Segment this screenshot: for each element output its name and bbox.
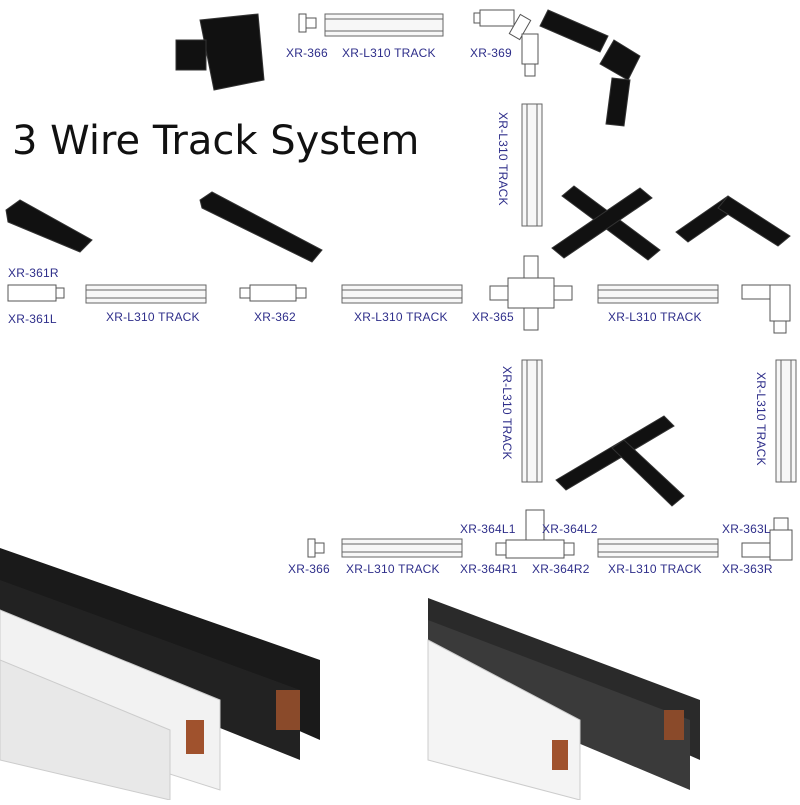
track-profile-photo-right bbox=[427, 598, 700, 801]
live-end-drawing bbox=[7, 284, 65, 302]
label-xr361l: XR-361L bbox=[8, 312, 57, 326]
flex-connector-drawing bbox=[473, 9, 539, 77]
label-track-vertical-right: XR-L310 TRACK bbox=[754, 372, 768, 466]
t-connector-photo bbox=[555, 415, 685, 507]
track-drawing-top bbox=[324, 13, 444, 37]
label-xr366-bottom: XR-366 bbox=[288, 562, 330, 576]
track-drawing-vertical-upper bbox=[521, 103, 543, 227]
track-drawing-bottom-1 bbox=[341, 538, 463, 558]
label-xr363r: XR-363R bbox=[722, 562, 773, 576]
end-cap-drawing-top bbox=[298, 13, 317, 33]
label-xr364l1: XR-364L1 bbox=[460, 522, 516, 536]
label-xr365: XR-365 bbox=[472, 310, 514, 324]
straight-connector-drawing bbox=[239, 284, 307, 302]
t-connector-drawing bbox=[495, 509, 575, 559]
track-drawing-vertical-right bbox=[775, 359, 797, 483]
label-xr366-top: XR-366 bbox=[286, 46, 328, 60]
label-track-vertical-upper: XR-L310 TRACK bbox=[496, 112, 510, 206]
label-xr364l2: XR-364L2 bbox=[542, 522, 598, 536]
label-track-row-3: XR-L310 TRACK bbox=[608, 310, 702, 324]
live-end-photo bbox=[5, 199, 93, 253]
track-drawing-bottom-2 bbox=[597, 538, 719, 558]
label-track-top: XR-L310 TRACK bbox=[342, 46, 436, 60]
label-track-row-1: XR-L310 TRACK bbox=[106, 310, 200, 324]
corner-connector-drawing-upper bbox=[741, 284, 791, 334]
track-drawing-row-3 bbox=[597, 284, 719, 304]
track-profile-photo-left bbox=[0, 548, 320, 801]
label-xr361r: XR-361R bbox=[8, 266, 59, 280]
label-xr362: XR-362 bbox=[254, 310, 296, 324]
label-xr369: XR-369 bbox=[470, 46, 512, 60]
label-xr364r1: XR-364R1 bbox=[460, 562, 518, 576]
end-cap-photo bbox=[175, 13, 265, 91]
label-track-bottom-1: XR-L310 TRACK bbox=[346, 562, 440, 576]
page-title: 3 Wire Track System bbox=[12, 118, 420, 164]
corner-connector-drawing-lower bbox=[741, 517, 793, 561]
label-track-row-2: XR-L310 TRACK bbox=[354, 310, 448, 324]
label-track-vertical-mid: XR-L310 TRACK bbox=[500, 366, 514, 460]
label-xr364r2: XR-364R2 bbox=[532, 562, 590, 576]
track-drawing-row-2 bbox=[341, 284, 463, 304]
flex-connector-photo bbox=[539, 9, 641, 127]
label-track-bottom-2: XR-L310 TRACK bbox=[608, 562, 702, 576]
track-drawing-row-1 bbox=[85, 284, 207, 304]
track-drawing-vertical-mid bbox=[521, 359, 543, 483]
straight-connector-photo bbox=[199, 191, 323, 263]
end-cap-drawing-bottom bbox=[307, 538, 325, 558]
cross-connector-drawing bbox=[489, 255, 573, 331]
cross-connector-photo bbox=[551, 185, 661, 261]
label-xr363l: XR-363L bbox=[722, 522, 771, 536]
corner-connector-photo bbox=[675, 195, 791, 247]
